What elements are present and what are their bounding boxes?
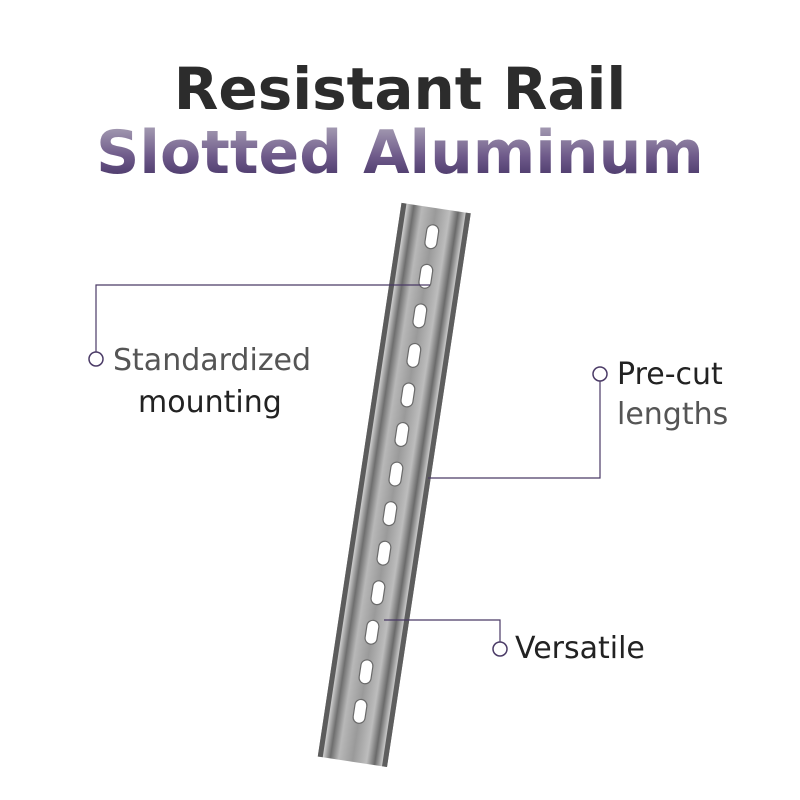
callout-dot-versatile — [492, 641, 508, 657]
rail-slots — [352, 224, 440, 724]
callout-standardized-line2: mounting — [138, 385, 282, 420]
rail-edge-left — [317, 202, 407, 758]
rail — [317, 202, 471, 768]
callout-line-precut — [428, 381, 601, 479]
subheadline: Slotted Aluminum — [0, 118, 800, 188]
rail-edge-right — [382, 212, 471, 768]
callout-line-versatile — [384, 619, 501, 642]
callout-standardized-line1: Standardized — [113, 343, 312, 378]
callout-dot-standardized — [88, 351, 104, 367]
callout-precut-line2: lengths — [617, 397, 729, 432]
callout-dot-precut — [592, 366, 608, 382]
callout-line-standardized — [95, 284, 430, 352]
callout-precut-line1: Pre-cut — [617, 357, 723, 392]
headline: Resistant Rail — [173, 55, 627, 123]
callout-versatile: Versatile — [515, 631, 645, 666]
